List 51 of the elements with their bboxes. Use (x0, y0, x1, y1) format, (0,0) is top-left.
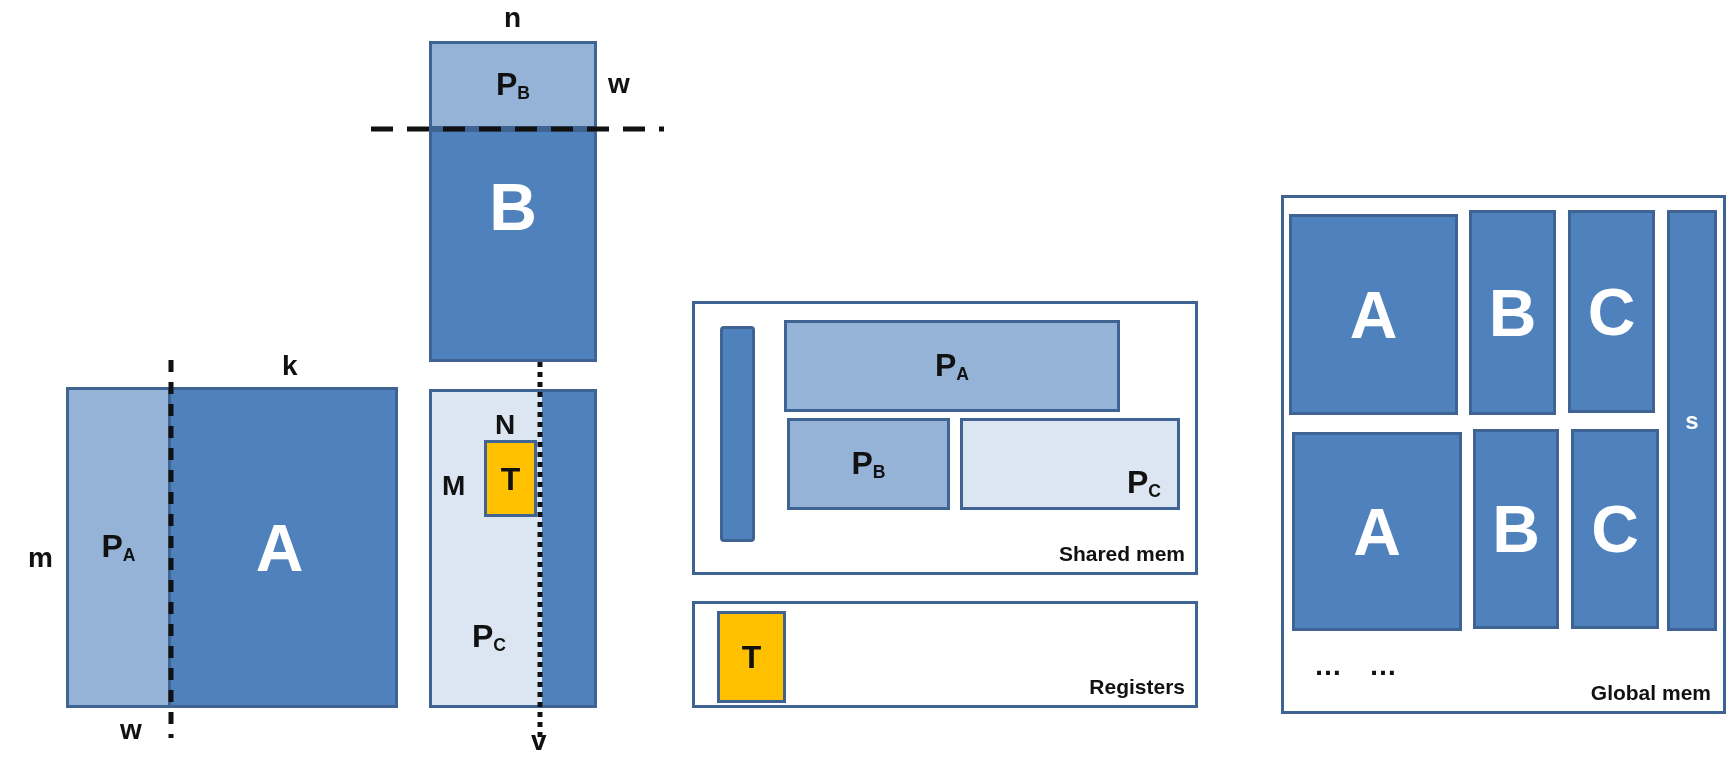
panel-title: Shared mem (1058, 543, 1185, 564)
block-label: P$_{C}$ (1126, 466, 1161, 501)
block-label: T (500, 462, 521, 495)
block-label: P$_{B}$ (495, 67, 531, 103)
ellipsis-text: … (1314, 652, 1342, 680)
matrix-block (1568, 210, 1655, 413)
block-label: B (489, 174, 537, 240)
memory-panel (692, 301, 1198, 575)
block-label: T (741, 641, 762, 673)
matrix-block (66, 387, 171, 708)
matrix-block (429, 389, 597, 708)
matrix-block (1289, 214, 1458, 415)
matrix-block (429, 41, 597, 129)
block-label: B (1492, 496, 1540, 562)
tile-block (717, 611, 786, 703)
dimension-label: w (608, 70, 630, 98)
block-label: A (255, 514, 304, 581)
matrix-block (787, 418, 950, 510)
block-label: C (1591, 496, 1639, 562)
block-label: P$_{B}$ (851, 446, 886, 482)
ellipsis-text: … (1369, 652, 1397, 680)
dimension-label: m (28, 544, 53, 572)
block-label: P$_{A}$ (101, 530, 136, 565)
matrix-block (960, 418, 1180, 510)
dimension-label: M (442, 472, 466, 500)
dimension-label: v (531, 727, 547, 755)
matrix-block (1292, 432, 1462, 631)
memory-panel (1281, 195, 1726, 714)
dimension-label: k (282, 352, 298, 380)
block-label: C (1587, 278, 1636, 345)
matrix-block (1469, 210, 1556, 415)
memory-bar (720, 326, 755, 542)
dimension-label: n (504, 4, 522, 32)
matrix-block (66, 387, 398, 708)
dimension-label: w (120, 716, 142, 744)
panel-title: Registers (1089, 676, 1185, 697)
tile-block (484, 440, 537, 517)
panel-title: Global mem (1590, 682, 1711, 703)
dimension-label: N (495, 411, 516, 439)
block-label: P$_{C}$ (472, 620, 507, 655)
block-label: A (1353, 498, 1401, 565)
memory-panel (692, 601, 1198, 708)
matrix-block (784, 320, 1120, 412)
matrix-block (1473, 429, 1559, 629)
block-label: A (1349, 281, 1398, 348)
matrix-block (1571, 429, 1659, 629)
matrix-block (1667, 210, 1717, 631)
matrix-block (429, 129, 597, 362)
block-label: B (1488, 279, 1537, 346)
block-label: P$_{A}$ (934, 348, 970, 384)
block-label: s (1685, 408, 1699, 433)
